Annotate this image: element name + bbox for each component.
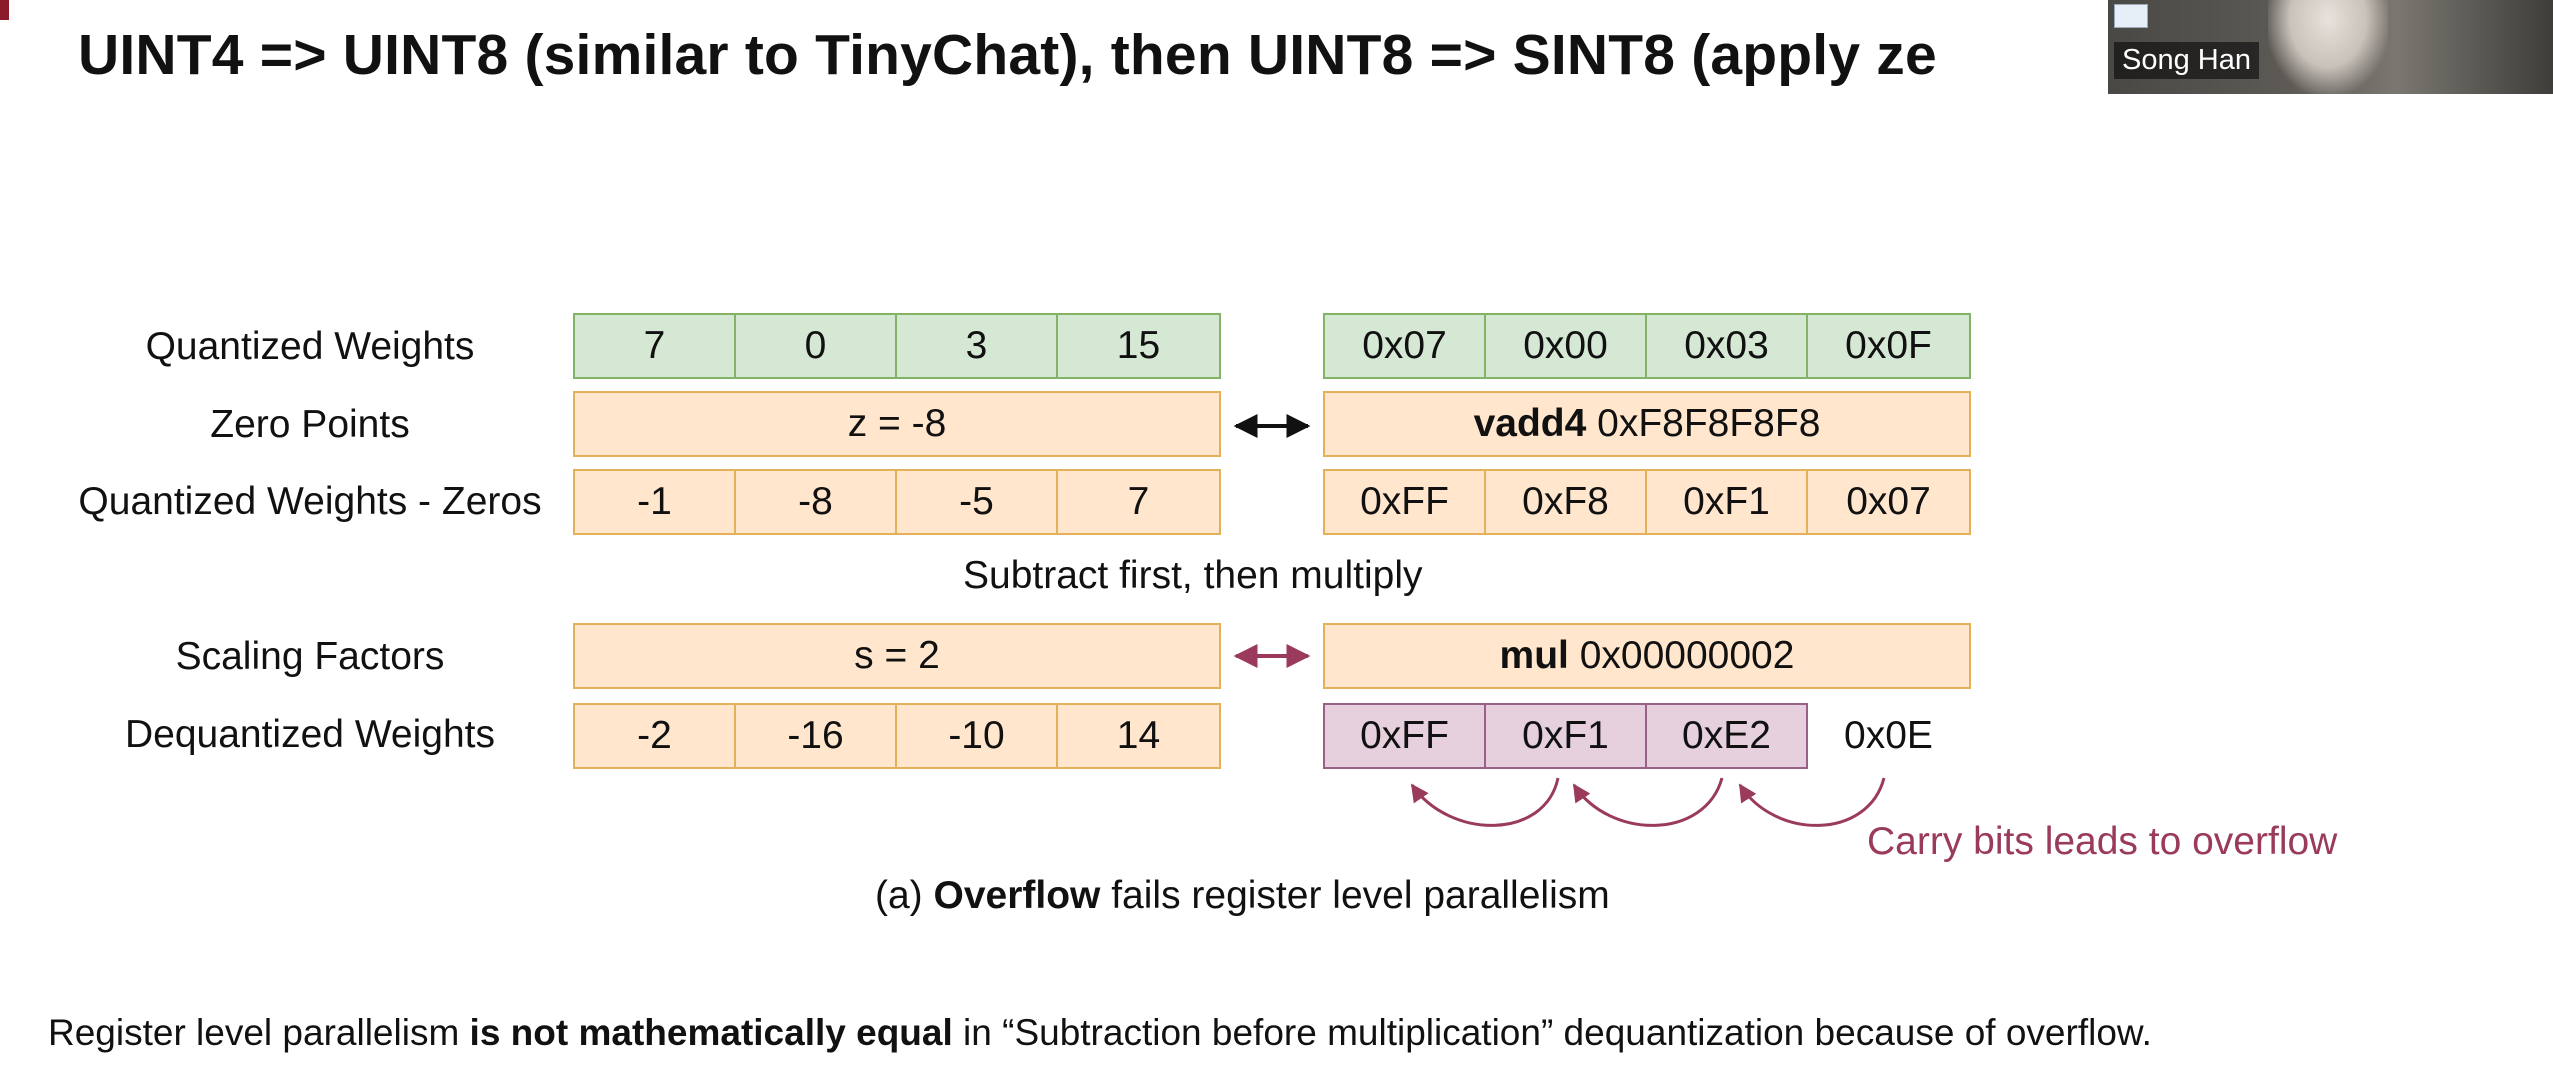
qw-cell: 3: [895, 313, 1058, 379]
wz-hex-cell: 0x07: [1806, 469, 1971, 535]
qw-cell: 0: [734, 313, 897, 379]
qw-hex-cell: 0x0F: [1806, 313, 1971, 379]
qw-hex-cell: 0x00: [1484, 313, 1647, 379]
accent-bar: [0, 0, 9, 20]
caption-prefix: (a): [875, 874, 934, 917]
label-weights-minus-zeros: Quantized Weights - Zeros: [78, 480, 542, 523]
caption-bold: Overflow: [933, 874, 1101, 917]
carry-note: Carry bits leads to overflow: [1867, 820, 2338, 863]
wz-cell: -5: [895, 469, 1058, 535]
dq-hex-cell-overflow: 0xE2: [1645, 703, 1808, 769]
footer-statement: Register level parallelism is not mathem…: [48, 1012, 2152, 1054]
mul-operand: 0x00000002: [1568, 634, 1795, 677]
footer-bold: is not mathematically equal: [469, 1012, 953, 1053]
dq-hex-cell-overflow: 0xFF: [1323, 703, 1486, 769]
slide-title: UINT4 => UINT8 (similar to TinyChat), th…: [78, 23, 1937, 87]
wz-cell: -1: [573, 469, 736, 535]
presenter-video: [2268, 0, 2388, 94]
label-scaling-factors: Scaling Factors: [175, 635, 445, 678]
dq-hex-cell: 0x0E: [1844, 714, 1933, 757]
wz-hex-cell: 0xF8: [1484, 469, 1647, 535]
screen-share-thumbnail: [2114, 4, 2148, 28]
footer-pre: Register level parallelism: [48, 1012, 470, 1053]
carry-arrow-icon: [1738, 777, 1886, 827]
subtract-note: Subtract first, then multiply: [963, 554, 1423, 597]
vadd4-op: vadd4: [1473, 402, 1587, 445]
label-quantized-weights: Quantized Weights: [145, 325, 475, 368]
footer-post: in “Subtraction before multiplication” d…: [952, 1012, 2152, 1053]
wz-cell: 7: [1056, 469, 1221, 535]
qw-hex-cell: 0x03: [1645, 313, 1808, 379]
zero-point-box: z = -8: [573, 391, 1221, 457]
vadd4-operand: 0xF8F8F8F8: [1586, 402, 1821, 445]
webcam-overlay: Song Han: [2108, 0, 2553, 94]
dq-hex-cell-overflow: 0xF1: [1484, 703, 1647, 769]
wz-cell: -8: [734, 469, 897, 535]
carry-arrow-icon: [1572, 777, 1724, 827]
mul-op: mul: [1499, 634, 1569, 677]
label-zero-points: Zero Points: [210, 403, 410, 446]
figure-caption: (a) Overflow fails register level parall…: [875, 874, 1610, 918]
qw-cell: 7: [573, 313, 736, 379]
dq-cell: -16: [734, 703, 897, 769]
qw-cell: 15: [1056, 313, 1221, 379]
vadd4-box: vadd4 0xF8F8F8F8: [1323, 391, 1971, 457]
dq-cell: -10: [895, 703, 1058, 769]
carry-arrow-icon: [1410, 777, 1560, 827]
qw-hex-cell: 0x07: [1323, 313, 1486, 379]
wz-hex-cell: 0xF1: [1645, 469, 1808, 535]
participant-name: Song Han: [2114, 42, 2259, 79]
dq-cell: 14: [1056, 703, 1221, 769]
mul-box: mul 0x00000002: [1323, 623, 1971, 689]
wz-hex-cell: 0xFF: [1323, 469, 1486, 535]
caption-rest: fails register level parallelism: [1100, 874, 1610, 917]
scale-box: s = 2: [573, 623, 1221, 689]
dq-cell: -2: [573, 703, 736, 769]
label-dequantized-weights: Dequantized Weights: [124, 713, 495, 756]
